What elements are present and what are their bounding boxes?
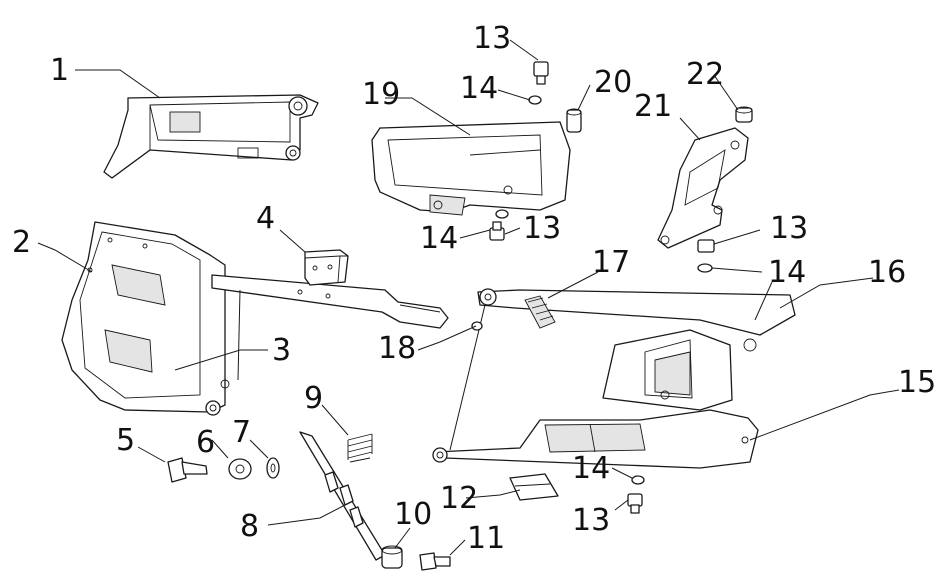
callout-20: 20 (594, 65, 632, 100)
callout-13-right: 13 (770, 211, 808, 246)
callout-16: 16 (868, 255, 906, 290)
part-13-bolt-c (697, 239, 715, 253)
part-3-arm (211, 274, 449, 389)
leader-lines (37, 39, 900, 556)
part-6-nut (228, 458, 252, 480)
part-16-bracket-box (602, 329, 757, 411)
callout-9: 9 (304, 381, 323, 416)
part-9-spring (347, 433, 373, 463)
callout-10: 10 (394, 497, 432, 532)
part-16-upper-rail (477, 288, 796, 336)
part-12-clip (509, 473, 559, 501)
part-19-frame (371, 121, 571, 216)
part-18-washer (471, 321, 483, 331)
callout-7: 7 (232, 415, 251, 450)
callout-13-mid: 13 (523, 211, 561, 246)
part-4-block (304, 249, 349, 286)
callout-13-top: 13 (473, 21, 511, 56)
callout-labels: 1 2 3 4 5 6 7 8 9 10 11 12 13 13 13 13 1… (12, 21, 936, 556)
part-13-bolt-a (533, 61, 549, 85)
callout-4: 4 (256, 201, 275, 236)
callout-14-right: 14 (768, 255, 806, 290)
callout-14-bottom: 14 (572, 451, 610, 486)
callout-11: 11 (467, 521, 505, 556)
part-1-bracket (103, 94, 319, 179)
callout-8: 8 (240, 509, 259, 544)
callout-14-top: 14 (460, 71, 498, 106)
callout-13-bottom: 13 (572, 503, 610, 538)
part-2-plate (61, 221, 226, 416)
part-13-bolt-b (489, 221, 505, 241)
callout-22: 22 (686, 57, 724, 92)
part-13-bolt-d (627, 493, 643, 514)
part-14-washer-b (495, 209, 509, 219)
part-5-bolt (167, 457, 208, 483)
part-10-bushing (381, 545, 403, 569)
part-7-washer (266, 457, 280, 479)
part-14-washer-a (528, 95, 542, 105)
callout-12: 12 (440, 481, 478, 516)
callout-19: 19 (362, 77, 400, 112)
callout-17: 17 (592, 245, 630, 280)
part-22-nut (735, 106, 753, 123)
part-20-pin (566, 108, 582, 133)
callout-1: 1 (50, 53, 69, 88)
part-11-bolt (419, 552, 451, 571)
callout-6: 6 (196, 425, 215, 460)
part-15-lower-frame (432, 409, 759, 469)
callout-15: 15 (898, 365, 936, 400)
callout-2: 2 (12, 225, 31, 260)
callout-3: 3 (272, 333, 291, 368)
callout-5: 5 (116, 423, 135, 458)
callout-14-mid: 14 (420, 221, 458, 256)
callout-21: 21 (634, 89, 672, 124)
part-21-side-plate (657, 127, 749, 249)
part-17-spring (524, 295, 556, 329)
part-14-washer-e (631, 475, 645, 485)
callout-18: 18 (378, 331, 416, 366)
part-14-washer-c (697, 263, 713, 273)
